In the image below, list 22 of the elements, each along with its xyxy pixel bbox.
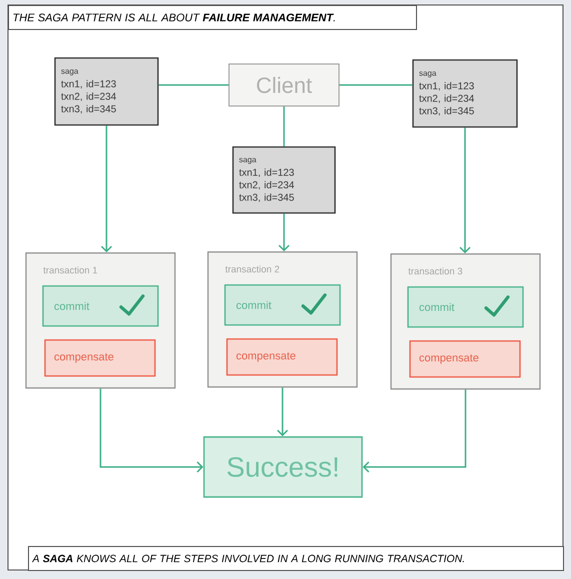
- arrow: [100, 388, 204, 473]
- title-banner: THE SAGA PATTERN IS ALL ABOUT FAILURE MANAGEMENT.: [8, 5, 417, 30]
- panel-heading: transaction 2: [225, 266, 280, 272]
- compensate-box: compensate: [226, 338, 338, 376]
- saga-card: saga txn1, id=123 txn2, id=234 txn3, id=345: [54, 57, 159, 126]
- panel-heading: transaction 1: [43, 266, 98, 274]
- arrow: [459, 128, 471, 254]
- saga-card: saga txn1, id=123 txn2, id=234 txn3, id=345: [412, 59, 518, 128]
- arrow: [276, 388, 288, 436]
- caption-banner: A SAGA KNOWS ALL OF THE STEPS INVOLVED IN A LONG RUNNING TRANSACTION.: [28, 546, 564, 571]
- commit-box: commit: [42, 285, 159, 327]
- panel-heading: transaction 3: [408, 268, 462, 274]
- commit-box: commit: [407, 286, 524, 328]
- client-box: Client: [228, 64, 340, 106]
- compensate-box: compensate: [44, 339, 156, 377]
- arrow: [362, 390, 466, 473]
- commit-box: commit: [224, 284, 341, 326]
- success-box: Success!: [203, 436, 363, 498]
- saga-card: saga txn1, id=123 txn2, id=234 txn3, id=345: [232, 146, 336, 214]
- arrow: [100, 126, 112, 252]
- compensate-box: compensate: [409, 340, 521, 378]
- arrow: [278, 214, 290, 252]
